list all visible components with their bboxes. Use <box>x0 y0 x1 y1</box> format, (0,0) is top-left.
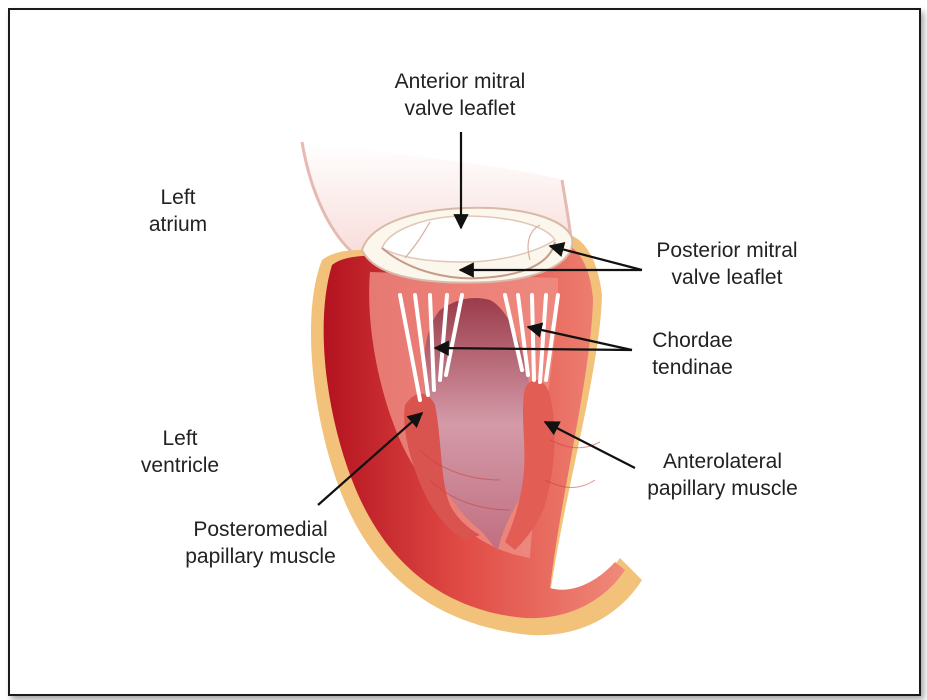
label-left-atrium: Left atrium <box>128 184 228 238</box>
label-anterior-mitral-valve-leaflet: Anterior mitral valve leaflet <box>360 68 560 122</box>
diagram-frame: Anterior mitral valve leaflet Left atriu… <box>8 8 921 696</box>
label-posterior-mitral-valve-leaflet: Posterior mitral valve leaflet <box>632 237 822 291</box>
label-left-ventricle: Left ventricle <box>125 425 235 479</box>
label-chordae-tendinae: Chordae tendinae <box>635 327 750 381</box>
label-posteromedial-papillary-muscle: Posteromedial papillary muscle <box>168 516 353 570</box>
label-anterolateral-papillary-muscle: Anterolateral papillary muscle <box>630 448 815 502</box>
